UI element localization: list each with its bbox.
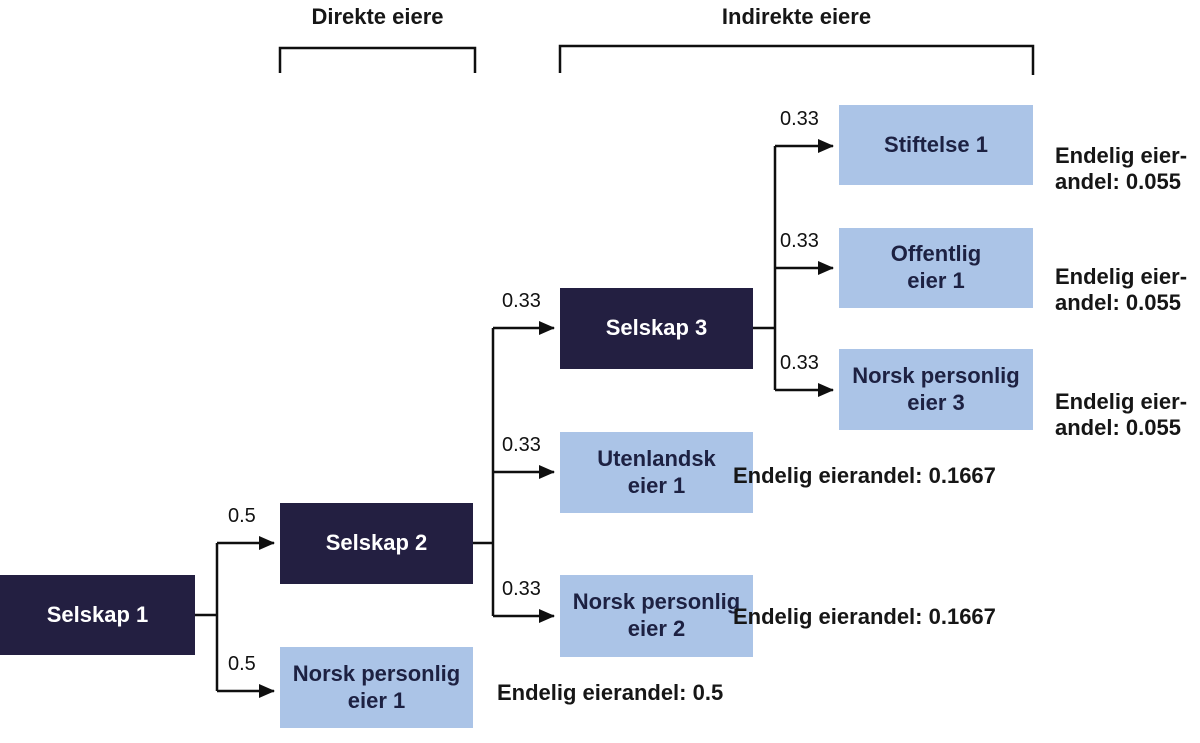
node-selskap-3: Selskap 3 [560, 288, 753, 369]
node-selskap-1: Selskap 1 [0, 575, 195, 655]
final-share-norsk-eier-1: Endelig eierandel: 0.5 [497, 680, 724, 705]
header-direct-owners: Direkte eiere [311, 4, 444, 29]
share-label-selskap3-stiftelse1: 0.33 [780, 108, 819, 130]
edge-trunk-selskap3 [753, 146, 777, 390]
final-share-norsk-eier-2: Endelig eierandel: 0.1667 [733, 604, 996, 629]
edge-trunk-selskap1 [195, 543, 219, 691]
node-stiftelse-1: Stiftelse 1 [839, 105, 1033, 185]
node-norsk-personlig-eier-2: Norsk personlig eier 2 [560, 575, 753, 657]
bracket-indirect [558, 44, 1035, 75]
header-indirect-owners: Indirekte eiere [721, 4, 872, 29]
node-offentlig-eier-1: Offentlig eier 1 [839, 228, 1033, 308]
node-norsk-personlig-eier-1: Norsk personlig eier 1 [280, 647, 473, 728]
share-label-selskap1-selskap2: 0.5 [228, 505, 256, 527]
final-share-utenlandsk-eier-1: Endelig eierandel: 0.1667 [733, 463, 996, 488]
node-utenlandsk-eier-1: Utenlandsk eier 1 [560, 432, 753, 513]
edge-trunk-selskap2 [473, 328, 495, 616]
share-label-selskap2-norsk-eier2: 0.33 [502, 578, 541, 600]
node-selskap-2: Selskap 2 [280, 503, 473, 584]
share-label-selskap3-offentlig-eier1: 0.33 [780, 230, 819, 252]
share-label-selskap1-norsk-eier1: 0.5 [228, 653, 256, 675]
final-share-norsk-eier-3: Endelig eier- andel: 0.055 [1055, 389, 1188, 441]
bracket-direct [278, 46, 477, 73]
share-label-selskap2-utenlandsk-eier1: 0.33 [502, 434, 541, 456]
share-label-selskap2-selskap3: 0.33 [502, 290, 541, 312]
share-label-selskap3-norsk-eier3: 0.33 [780, 352, 819, 374]
final-share-offentlig-eier-1: Endelig eier- andel: 0.055 [1055, 264, 1188, 316]
final-share-stiftelse-1: Endelig eier- andel: 0.055 [1055, 143, 1188, 195]
node-norsk-personlig-eier-3: Norsk personlig eier 3 [839, 349, 1033, 430]
